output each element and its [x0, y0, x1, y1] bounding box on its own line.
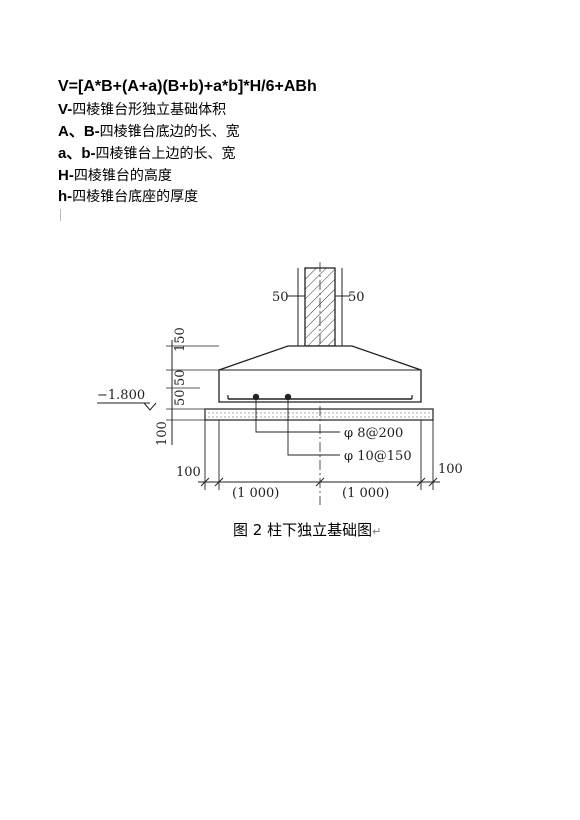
column-dim-left-label: 50 [272, 290, 289, 305]
definition-separator: - [94, 123, 100, 140]
paragraph-mark: ↵ [372, 525, 382, 538]
definition-separator: - [67, 188, 73, 205]
definition-h-lower: h-四棱锥台底座的厚度 [58, 186, 198, 207]
definition-v: V-四棱锥台形独立基础体积 [58, 99, 226, 120]
definition-desc: 四棱锥台底边的长、宽 [99, 124, 240, 140]
definition-h-upper: H-四棱锥台的高度 [58, 165, 172, 186]
width-left-label: (1 000) [232, 486, 279, 501]
definition-separator: - [67, 101, 73, 118]
definition-a-b: A、B-四棱锥台底边的长、宽 [58, 121, 240, 142]
column-dim-right-label: 50 [348, 290, 365, 305]
footing-pedestal [218, 345, 422, 403]
definition-term: a、b [58, 145, 91, 162]
definition-term: V [58, 101, 68, 118]
rebar-spec-2: φ 10@150 [344, 449, 412, 464]
rebar-dot-2 [284, 393, 292, 401]
definition-desc: 四棱锥台的高度 [73, 168, 172, 184]
definition-separator: - [90, 145, 96, 162]
v-dim-mid-label: 50 [173, 369, 188, 386]
edge-right-label: 100 [438, 462, 463, 477]
definition-separator: - [68, 167, 74, 184]
definition-small-a-b: a、b-四棱锥台上边的长、宽 [58, 143, 236, 164]
definition-term: A、B [58, 123, 95, 140]
elevation-symbol [143, 402, 157, 411]
v-dim-low-label: 50 [173, 389, 188, 406]
definition-desc: 四棱锥台上边的长、宽 [95, 146, 236, 162]
rebar-spec-1: φ 8@200 [344, 426, 403, 441]
edge-left-label: 100 [176, 465, 201, 480]
definition-term: H [58, 167, 69, 184]
horizontal-dimensions [198, 420, 440, 490]
cushion-layer [204, 408, 434, 421]
rebar-leaders [255, 400, 340, 456]
definition-desc: 四棱锥台底座的厚度 [72, 189, 199, 205]
definition-term: h [58, 188, 68, 205]
v-dim-bottom-label: 100 [155, 421, 170, 446]
elevation-label: −1.800 [97, 388, 145, 403]
definition-desc: 四棱锥台形独立基础体积 [72, 102, 227, 118]
width-right-label: (1 000) [342, 486, 389, 501]
vertical-dimensions [166, 340, 219, 445]
rebar-dot-1 [252, 393, 260, 401]
volume-formula: V=[A*B+(A+a)(B+b)+a*b]*H/6+ABh [58, 78, 317, 95]
text-cursor-mark [60, 209, 61, 221]
v-dim-top-label: 150 [173, 327, 188, 352]
figure-caption: 图 2 柱下独立基础图↵ [233, 519, 381, 540]
figure-caption-text: 图 2 柱下独立基础图 [233, 521, 373, 539]
